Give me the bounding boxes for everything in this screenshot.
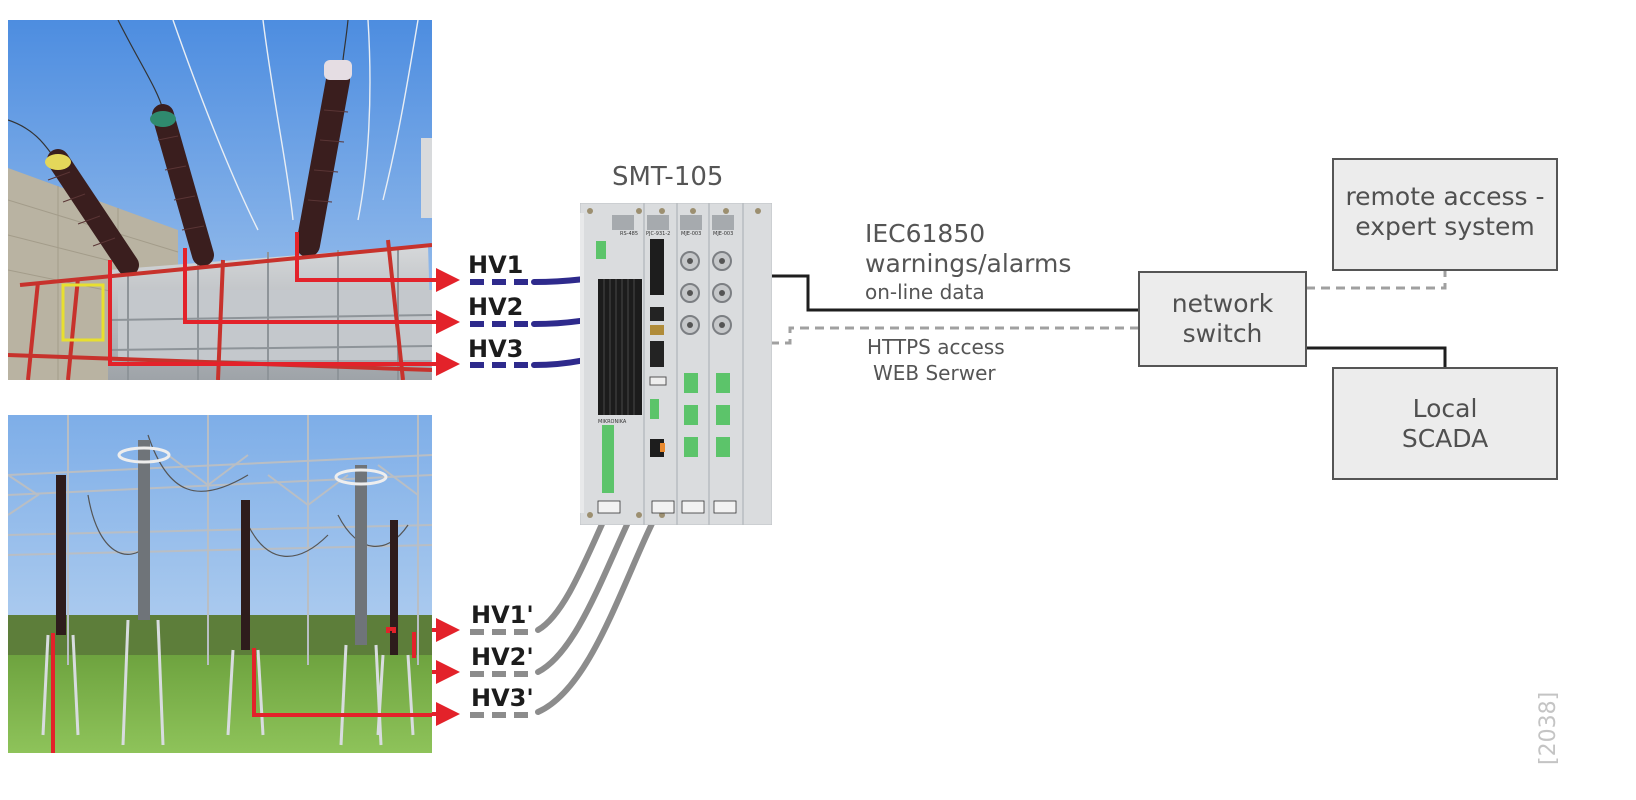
switch-remote-link [1306, 270, 1447, 290]
iec61850-line2: warnings/alarms [865, 249, 1072, 278]
network-switch-line2: switch [1182, 319, 1263, 348]
smt105-device: RS-485 PJC-931-2 MJE-003 MJE-003 MIKRONI… [578, 202, 773, 526]
local-scada-box[interactable]: Local SCADA [1332, 367, 1558, 480]
https-line1: HTTPS access [867, 335, 1005, 359]
hv2-label: HV2 [468, 293, 524, 321]
module-label-mje-1: MJE-003 [681, 231, 701, 237]
network-switch-line1: network [1171, 289, 1274, 318]
hv1-label: HV1 [468, 251, 524, 279]
transformer-photo [8, 20, 432, 380]
hv2-prime-label: HV2' [471, 643, 534, 671]
remote-access-line2: expert system [1355, 212, 1535, 241]
local-scada-line1: Local [1412, 393, 1478, 423]
hv3-prime-label: HV3' [471, 684, 534, 712]
figure-id-watermark: [2038] [1536, 691, 1561, 765]
hv3-label: HV3 [468, 335, 524, 363]
smt105-device-art: RS-485 PJC-931-2 MJE-003 MJE-003 MIKRONI… [578, 202, 773, 526]
module-label-mje-2: MJE-003 [713, 231, 733, 237]
iec61850-line3: on-line data [865, 280, 985, 304]
brand-label-1: MIKRONIKA [598, 419, 627, 425]
https-line2: WEB Serwer [873, 361, 996, 385]
iec61850-line1: IEC61850 [865, 219, 986, 248]
switch-scada-link [1306, 346, 1447, 367]
substation-photo [8, 415, 432, 753]
device-title: SMT-105 [612, 162, 724, 192]
transformer-photo-art [8, 20, 432, 380]
module-label-rs485: RS-485 [620, 231, 638, 237]
network-switch-box[interactable]: network switch [1138, 271, 1307, 367]
substation-photo-art [8, 415, 432, 753]
hv1-prime-label: HV1' [471, 601, 534, 629]
module-label-pjc: PJC-931-2 [646, 231, 670, 237]
remote-access-box[interactable]: remote access - expert system [1332, 158, 1558, 271]
remote-access-line1: remote access - [1345, 182, 1545, 211]
local-scada-line2: SCADA [1401, 423, 1489, 453]
